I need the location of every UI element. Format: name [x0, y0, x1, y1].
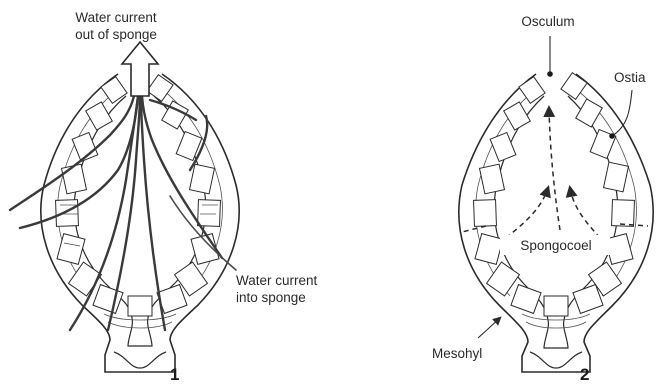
label-water-out-line2: out of sponge [75, 27, 157, 42]
cell-column-left-2 [474, 77, 546, 296]
figure-number-1: 1 [170, 365, 179, 384]
sponge-body-2 [459, 73, 653, 372]
cell-row-bottom-2 [511, 285, 603, 328]
osculum-pointer [547, 36, 553, 77]
label-water-in-line2: into sponge [236, 290, 306, 305]
sponge-figure-2: Osculum Ostia Spongocoel Mesohyl 2 [432, 14, 653, 384]
label-water-out-line1: Water current [75, 10, 157, 25]
label-ostia: Ostia [614, 70, 646, 85]
label-osculum: Osculum [521, 14, 574, 29]
sponge-figure-1: Water current out of sponge Water curren… [10, 10, 318, 384]
cell-row-bottom-1 [93, 285, 187, 328]
label-mesohyl: Mesohyl [432, 346, 482, 361]
cell-column-left-1 [56, 77, 128, 296]
label-water-in-line1: Water current [236, 273, 318, 288]
mesohyl-pointer [478, 318, 500, 338]
figure-number-2: 2 [580, 365, 589, 384]
cell-column-right-2 [561, 73, 635, 296]
label-spongocoel: Spongocoel [520, 238, 591, 253]
